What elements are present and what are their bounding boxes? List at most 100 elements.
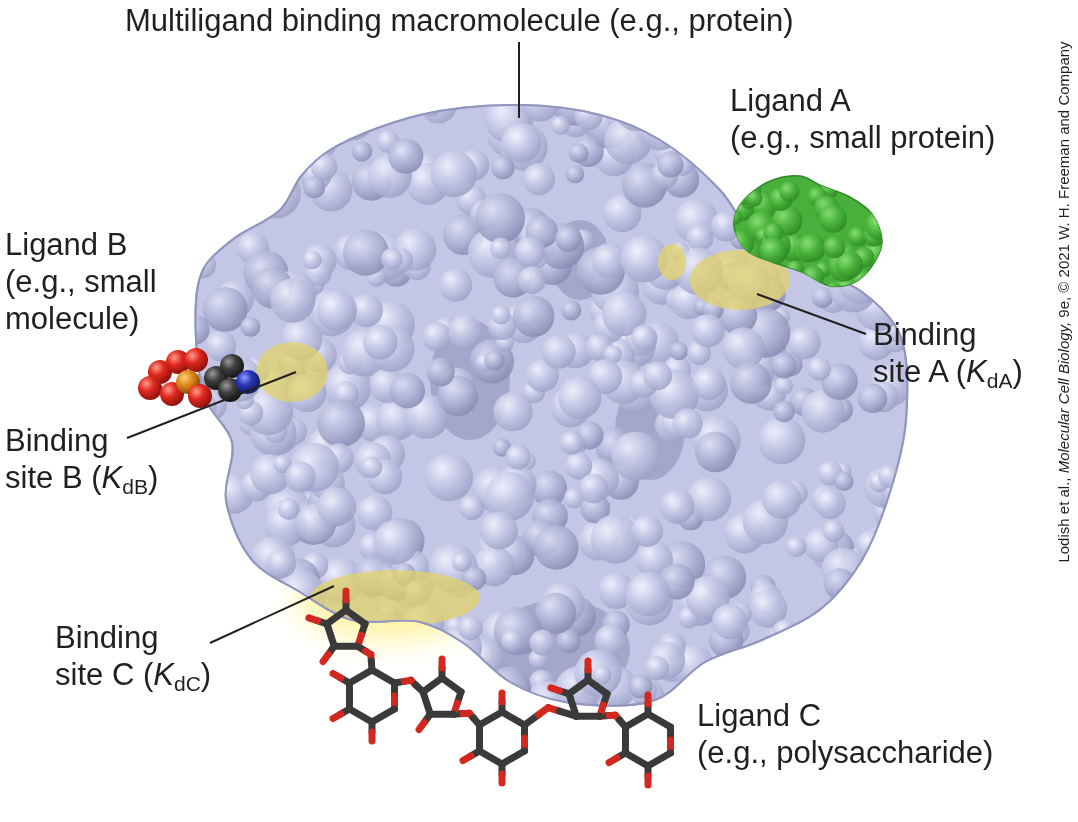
bond-stick (346, 610, 365, 624)
bond-stick (333, 674, 341, 679)
bond-stick (622, 727, 629, 753)
ligand-a-bump (847, 170, 870, 193)
surface-bump (390, 373, 425, 408)
surface-bump (670, 342, 688, 360)
text-line: Ligand C (697, 697, 993, 734)
ligand-label: Ligand B (e.g., small molecule) (5, 226, 157, 337)
ligand-a-bump (859, 271, 882, 294)
bond-stick (625, 714, 648, 727)
surface-bump (873, 563, 914, 604)
surface-bump (222, 547, 246, 571)
surface-bump (452, 552, 472, 572)
surface-bump (241, 605, 270, 634)
surface-bump (188, 130, 209, 151)
leader-line (757, 294, 866, 334)
surface-bump (431, 151, 477, 197)
surface-bump (343, 230, 389, 276)
surface-bump (722, 327, 764, 369)
ligand-a-bump (819, 205, 847, 233)
surface-bump (363, 325, 397, 359)
ligand-a-bump (869, 168, 896, 195)
bond-stick (346, 683, 353, 709)
text-line: Multiligand binding macromolecule (e.g.,… (125, 2, 794, 39)
surface-bump (484, 350, 504, 370)
subscript: dB (122, 475, 148, 498)
surface-bump (687, 477, 731, 521)
surface-bump (611, 432, 660, 481)
surface-bump (861, 156, 900, 195)
text-line: Binding (55, 619, 211, 656)
ligand-a-bump (823, 236, 845, 258)
surface-bump (575, 650, 622, 697)
surface-bump (274, 150, 300, 176)
surface-bump (817, 615, 837, 635)
ligand-c-polysaccharide (309, 591, 671, 785)
bond-stick (463, 756, 471, 761)
ligand-a-bump (787, 260, 804, 277)
bond-stick (333, 714, 341, 719)
bond-stick (439, 659, 446, 668)
surface-bump (416, 632, 459, 675)
surface-bump (194, 158, 218, 182)
surface-bump (270, 278, 315, 323)
atom-sphere (188, 384, 212, 408)
bond-stick (645, 776, 652, 785)
surface-bump (830, 595, 865, 630)
bond-stick (369, 732, 376, 741)
surface-bump (490, 238, 511, 259)
ligand-label: Ligand A (e.g., small protein) (730, 82, 995, 156)
surface-bump (327, 92, 376, 141)
surface-bump (305, 105, 324, 124)
surface-bump (866, 568, 897, 599)
ligand-a-bump (718, 252, 746, 280)
text-line: (e.g., small protein) (730, 119, 995, 156)
surface-bump (712, 604, 747, 639)
text-line: Binding (873, 316, 1023, 353)
ligand-a-bump (726, 160, 753, 187)
surface-bump (848, 665, 872, 689)
surface-bump (730, 362, 772, 404)
ligand-a-bump (726, 271, 756, 301)
surface-bump (206, 563, 228, 585)
surface-bump (513, 296, 554, 337)
text-line: (e.g., small (5, 263, 157, 300)
surface-bump (381, 248, 403, 270)
surface-bump (501, 629, 523, 651)
surface-bump (534, 525, 578, 569)
surface-bump (311, 113, 337, 139)
surface-bump (870, 540, 913, 583)
surface-bump (673, 409, 703, 439)
bond-stick (343, 591, 350, 600)
surface-bump (173, 416, 220, 463)
surface-bump (317, 487, 356, 526)
ligand-a-bump (729, 269, 760, 300)
bond-stick (648, 714, 671, 727)
surface-bump (488, 667, 531, 710)
surface-bump (480, 512, 518, 550)
surface-bump (692, 314, 725, 347)
surface-bump (574, 102, 602, 130)
surface-bump (824, 568, 856, 600)
ligand-a-bump (866, 176, 892, 202)
surface-bump (631, 325, 657, 351)
surface-bump (448, 315, 482, 349)
binding-site-patch (310, 570, 480, 626)
bond-stick (499, 693, 506, 702)
ligand-a-bump (805, 166, 820, 181)
surface-bump (425, 453, 473, 501)
italic-text: Biology, (1055, 322, 1072, 374)
surface-bump (529, 630, 555, 656)
surface-bump (232, 625, 257, 650)
bond-stick (499, 774, 506, 783)
surface-bump (178, 104, 225, 151)
bond-stick (576, 713, 600, 720)
bond-stick (569, 680, 588, 694)
surface-bump (361, 457, 382, 478)
bond-stick (309, 618, 318, 621)
atom-sphere (138, 376, 162, 400)
ligand-a-bump (742, 280, 758, 296)
surface-bump (808, 357, 831, 380)
bond-stick (327, 610, 346, 624)
bond-stick (442, 678, 461, 692)
bond-stick (327, 624, 334, 646)
